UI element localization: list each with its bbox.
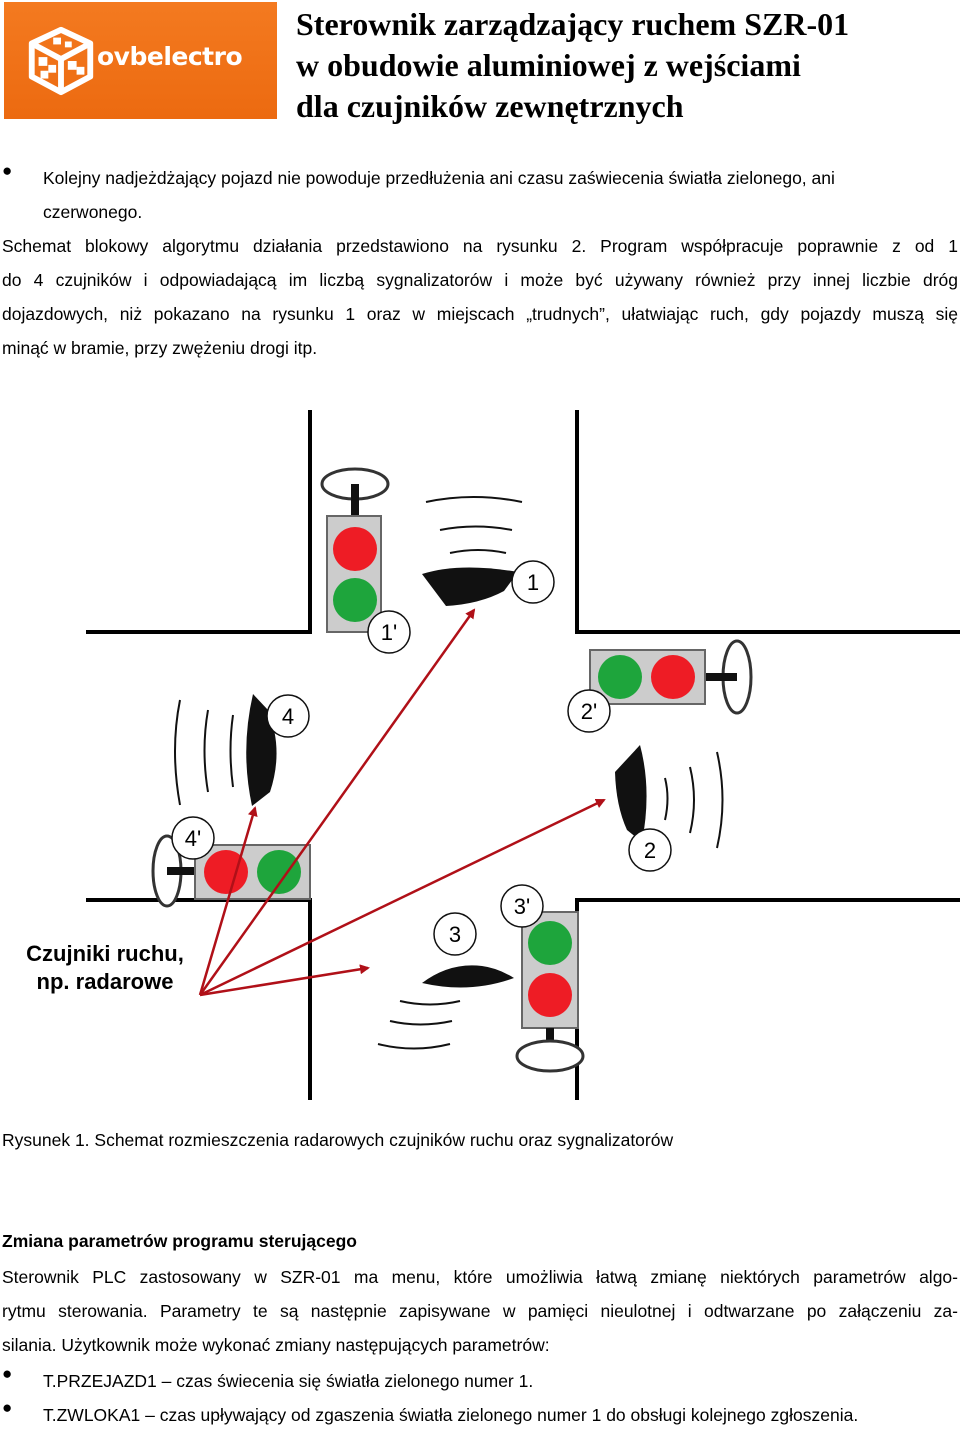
title-line-2: w obudowie aluminiowej z wejściami	[296, 47, 801, 83]
intro-bullet-line: Kolejny nadjeżdżający pojazd nie powoduj…	[43, 168, 835, 188]
red-light-icon	[333, 527, 377, 571]
intro-bullet-text: Kolejny nadjeżdżający pojazd nie powoduj…	[43, 161, 959, 229]
green-light-icon	[598, 655, 642, 699]
svg-text:3: 3	[449, 922, 461, 947]
sensor-label-line-1: Czujniki ruchu,	[26, 941, 184, 966]
signal-number-2: 2'	[567, 689, 611, 733]
paragraph-line: minąć w bramie, przy zwężeniu drogi itp.	[2, 338, 318, 358]
road-edge-bottom-left	[86, 898, 312, 1100]
road-edge-bottom-right	[575, 898, 960, 1100]
red-light-icon	[651, 655, 695, 699]
radar-sensor-1	[422, 496, 523, 606]
paragraph-line: rytmu sterowania. Parametry te są następ…	[2, 1301, 958, 1321]
param-item: T.ZWLOKA1 – czas upływający od zgaszenia…	[43, 1398, 959, 1432]
sensor-number-2: 2	[628, 828, 672, 872]
svg-text:1: 1	[527, 570, 539, 595]
intro-bullet-line: czerwonego.	[43, 202, 143, 222]
traffic-signal-3	[515, 911, 585, 1073]
paragraph-line: do 4 czujników i odpowiadającą im liczbą…	[2, 270, 958, 290]
paragraph-line: Sterownik PLC zastosowany w SZR-01 ma me…	[2, 1267, 958, 1287]
section-paragraph: Sterownik PLC zastosowany w SZR-01 ma me…	[2, 1260, 958, 1362]
green-light-icon	[257, 850, 301, 894]
bullet-dot-icon: ●	[2, 1364, 13, 1383]
traffic-signal-4	[151, 834, 311, 908]
label-bubbles: 1 1' 4 2' 4' 2 3' 3	[171, 560, 672, 956]
red-light-icon	[204, 850, 248, 894]
section-heading: Zmiana parametrów programu sterującego	[2, 1231, 357, 1251]
svg-text:4: 4	[282, 704, 294, 729]
svg-text:1': 1'	[381, 620, 397, 645]
intersection-diagram: 1 1' 4 2' 4' 2 3' 3 Czujn	[26, 410, 960, 1100]
logo-cube-icon	[28, 26, 94, 96]
radar-sensor-4	[174, 694, 277, 806]
bullet-dot-icon: ●	[2, 1398, 13, 1417]
paragraph-line: Schemat blokowy algorytmu działania prze…	[2, 236, 958, 256]
road-edge-top-right	[575, 410, 960, 634]
signal-number-4: 4'	[171, 816, 215, 860]
radar-sensor-2	[615, 745, 724, 849]
title-line-3: dla czujników zewnętrznych	[296, 88, 684, 124]
param-name: T.PRZEJAZD1	[43, 1371, 157, 1391]
paragraph-line: dojazdowych, niż pokazano na rysunku 1 o…	[2, 304, 958, 324]
arrow-to-sensor-3	[199, 964, 370, 997]
param-item: T.PRZEJAZD1 – czas świecenia się światła…	[43, 1364, 959, 1398]
road-edge-top-left	[86, 410, 312, 634]
green-light-icon	[333, 578, 377, 622]
arrow-to-sensor-2	[199, 798, 606, 997]
signal-number-3: 3'	[500, 884, 544, 928]
svg-text:4': 4'	[185, 826, 201, 851]
sensor-arrows	[198, 608, 606, 997]
traffic-signal-2	[589, 639, 753, 715]
sensor-number-4: 4	[266, 694, 310, 738]
param-name: T.ZWLOKA1	[43, 1405, 141, 1425]
red-light-icon	[528, 973, 572, 1017]
param-desc: – czas świecenia się światła zielonego n…	[156, 1371, 534, 1391]
sensor-number-1: 1	[511, 560, 555, 604]
traffic-signal-1	[320, 467, 390, 633]
page-title: Sterownik zarządzający ruchem SZR-01 w o…	[296, 4, 956, 127]
arrow-to-sensor-4	[198, 806, 258, 996]
sensor-number-3: 3	[433, 912, 477, 956]
company-logo: ovbelectro	[4, 2, 277, 119]
svg-text:2': 2'	[581, 699, 597, 724]
arrow-to-sensor-1	[198, 608, 476, 996]
green-light-icon	[528, 921, 572, 965]
param-desc: – czas upływający od zgaszenia światła z…	[140, 1405, 859, 1425]
svg-text:3': 3'	[514, 894, 530, 919]
signal-number-1: 1'	[367, 610, 411, 654]
sensor-label-line-2: np. radarowe	[37, 969, 174, 994]
logo-text: ovbelectro	[97, 42, 243, 71]
bullet-dot-icon: ●	[2, 161, 13, 180]
title-line-1: Sterownik zarządzający ruchem SZR-01	[296, 6, 850, 42]
svg-text:2: 2	[644, 838, 656, 863]
paragraph-line: silania. Użytkownik może wykonać zmiany …	[2, 1335, 550, 1355]
figure-caption: Rysunek 1. Schemat rozmieszczenia radaro…	[2, 1130, 674, 1150]
radar-sensor-3	[377, 965, 514, 1050]
intro-paragraph: Schemat blokowy algorytmu działania prze…	[2, 229, 958, 365]
